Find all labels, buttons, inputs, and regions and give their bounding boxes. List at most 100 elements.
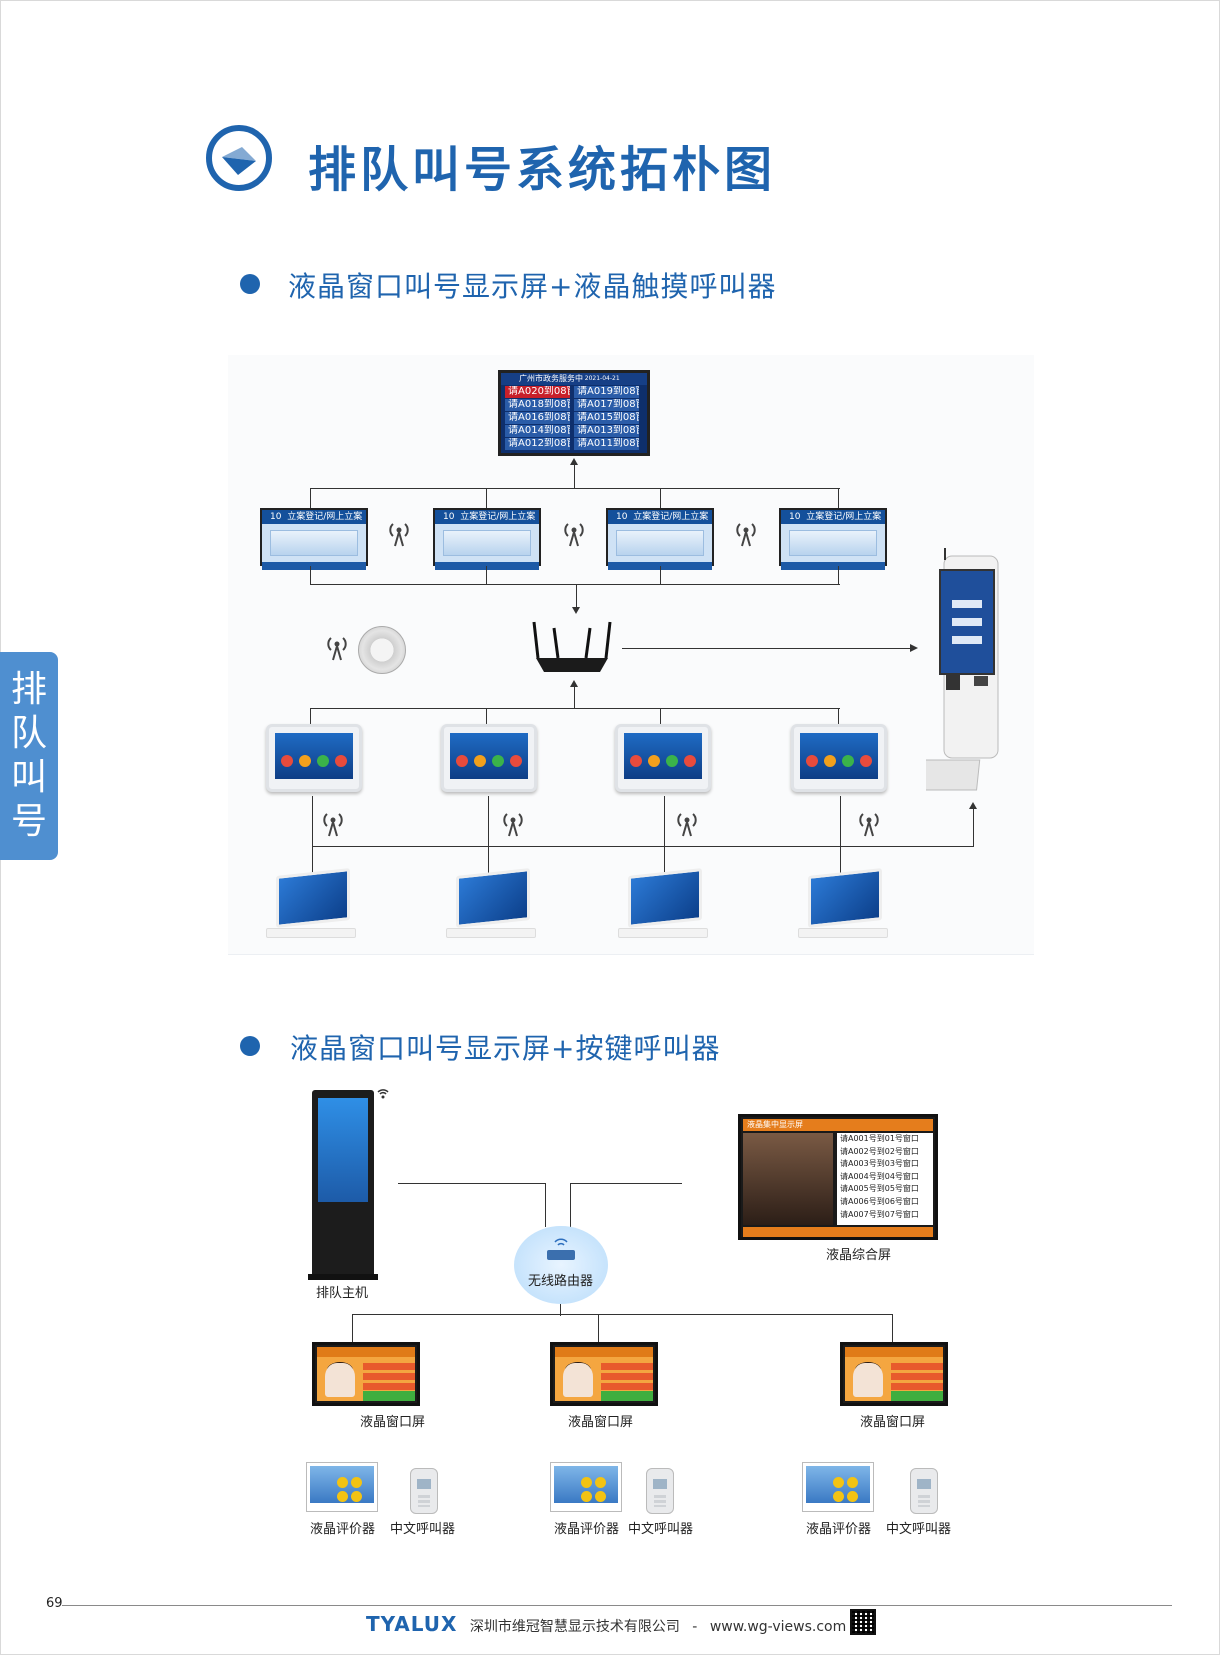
main-display-cell: 请A017到08窗口 bbox=[574, 399, 639, 411]
desktop-pad bbox=[618, 868, 714, 940]
combo-row: 请A003号到03号窗口 bbox=[840, 1159, 919, 1169]
window-screen-title: 立案登记/网上立案 bbox=[633, 512, 709, 522]
wifi-antenna-icon bbox=[322, 632, 352, 666]
main-display-date: 2021-04-21 09:02:48 bbox=[584, 375, 620, 394]
status-dot bbox=[456, 755, 468, 767]
connector-line bbox=[310, 708, 311, 724]
kiosk-screen bbox=[318, 1098, 368, 1202]
window-screen-num: 10 bbox=[443, 512, 455, 522]
connector-line bbox=[838, 708, 839, 724]
arrow-up-icon bbox=[570, 458, 578, 465]
status-dot bbox=[299, 755, 311, 767]
window-screen: 10 立案登记/网上立案 bbox=[606, 508, 714, 570]
connector-line bbox=[660, 708, 661, 724]
website-link[interactable]: www.wg-views.com bbox=[709, 1619, 847, 1635]
wifi-antenna-icon bbox=[384, 518, 414, 552]
status-dot bbox=[648, 755, 660, 767]
window-display-label: 液晶窗口屏 bbox=[568, 1415, 634, 1430]
company-name: 深圳市维冠智慧显示技术有限公司 bbox=[469, 1619, 680, 1635]
connector-line bbox=[660, 488, 661, 508]
window-screen-num: 10 bbox=[616, 512, 628, 522]
desktop-pad bbox=[266, 868, 362, 940]
side-tab-char: 排 bbox=[10, 669, 47, 710]
status-dot bbox=[806, 755, 818, 767]
qr-code-icon bbox=[850, 1609, 876, 1635]
section-bullet bbox=[240, 1036, 260, 1056]
evaluator-label: 液晶评价器 bbox=[806, 1522, 872, 1537]
combo-row: 请A006号到06号窗口 bbox=[840, 1196, 919, 1206]
status-dot bbox=[474, 755, 486, 767]
lcd-evaluator bbox=[306, 1462, 378, 1512]
main-display-cell: 请A015到08窗口 bbox=[574, 412, 639, 424]
main-display-cell: 请A020到08窗口 bbox=[505, 386, 570, 398]
lcd-evaluator bbox=[802, 1462, 874, 1512]
page-number: 69 bbox=[46, 1596, 63, 1611]
main-display-header: 广州市政务服务中心 bbox=[519, 374, 583, 395]
main-display-cell: 请A014到08窗口 bbox=[505, 425, 570, 437]
window-screen: 10 立案登记/网上立案 bbox=[433, 508, 541, 570]
connector-line bbox=[486, 708, 487, 724]
connector-line bbox=[574, 686, 575, 708]
wireless-router-node bbox=[514, 1226, 608, 1304]
window-screen: 10 立案登记/网上立案 bbox=[779, 508, 887, 570]
connector-line bbox=[310, 488, 840, 489]
chinese-caller-device bbox=[910, 1468, 938, 1514]
window-display bbox=[550, 1342, 658, 1406]
status-dot bbox=[824, 755, 836, 767]
status-dot bbox=[317, 755, 329, 767]
wifi-antenna-icon bbox=[854, 808, 884, 842]
connector-line bbox=[570, 1183, 571, 1227]
side-tab-char: 队 bbox=[10, 713, 47, 754]
main-display-cell: 请A019到08窗口 bbox=[574, 386, 639, 398]
connector-line bbox=[664, 796, 665, 874]
main-display-cell: 请A018到08窗口 bbox=[505, 399, 570, 411]
status-dot bbox=[492, 755, 504, 767]
connector-line bbox=[576, 584, 577, 608]
ceiling-speaker-icon bbox=[358, 626, 406, 674]
combo-row: 请A004号到04号窗口 bbox=[840, 1171, 919, 1181]
window-display bbox=[840, 1342, 948, 1406]
window-screen-title: 立案登记/网上立案 bbox=[460, 512, 536, 522]
combo-row: 请A001号到01号窗口 bbox=[840, 1134, 919, 1143]
queue-host-kiosk bbox=[308, 1090, 378, 1280]
combo-row: 请A002号到02号窗口 bbox=[840, 1146, 919, 1156]
wifi-antenna-icon bbox=[731, 518, 761, 552]
touch-caller-tablet bbox=[441, 724, 537, 792]
combo-row: 请A007号到07号窗口 bbox=[840, 1209, 919, 1219]
window-screen-title: 立案登记/网上立案 bbox=[287, 512, 363, 522]
connector-line bbox=[312, 846, 974, 847]
kiosk-label: 排队主机 bbox=[316, 1286, 369, 1301]
section2-title: 液晶窗口叫号显示屏+按键呼叫器 bbox=[290, 1032, 721, 1065]
window-display bbox=[312, 1342, 420, 1406]
window-display-label: 液晶窗口屏 bbox=[860, 1415, 926, 1430]
status-dot bbox=[281, 755, 293, 767]
status-dot bbox=[684, 755, 696, 767]
main-display-cell: 请A011到08窗口 bbox=[574, 438, 639, 450]
chinese-caller-device bbox=[646, 1468, 674, 1514]
combo-screen-list: 请A001号到01号窗口 请A002号到02号窗口 请A003号到03号窗口 请… bbox=[837, 1133, 933, 1225]
combo-row: 请A005号到05号窗口 bbox=[840, 1184, 919, 1194]
connector-line bbox=[310, 584, 840, 585]
connector-line bbox=[488, 796, 489, 874]
connector-line bbox=[352, 1314, 892, 1315]
wifi-antenna-icon bbox=[318, 808, 348, 842]
connector-line bbox=[838, 488, 839, 508]
main-display: 广州市政务服务中心 2021-04-21 09:02:48 请A020到08窗口… bbox=[498, 370, 650, 456]
connector-line bbox=[398, 1183, 546, 1184]
window-screen: 10 立案登记/网上立案 bbox=[260, 508, 368, 570]
status-dot bbox=[860, 755, 872, 767]
touch-caller-tablet bbox=[266, 724, 362, 792]
combo-screen-footer bbox=[743, 1227, 933, 1237]
combo-screen-header: 液晶集中显示屏 bbox=[743, 1119, 933, 1131]
combo-screen-photo bbox=[743, 1133, 833, 1225]
footer-separator: - bbox=[692, 1619, 698, 1635]
connector-line bbox=[574, 464, 575, 488]
footer-divider bbox=[62, 1605, 1172, 1606]
brand-logo: TYALUX bbox=[366, 1612, 458, 1636]
page-title: 排队叫号系统拓朴图 bbox=[308, 142, 777, 198]
evaluator-label: 液晶评价器 bbox=[310, 1522, 376, 1537]
footer: TYALUX 深圳市维冠智慧显示技术有限公司 - www.wg-views.co… bbox=[366, 1612, 846, 1636]
evaluator-label: 液晶评价器 bbox=[554, 1522, 620, 1537]
window-screen-title: 立案登记/网上立案 bbox=[806, 512, 882, 522]
arrow-up-icon bbox=[570, 680, 578, 687]
